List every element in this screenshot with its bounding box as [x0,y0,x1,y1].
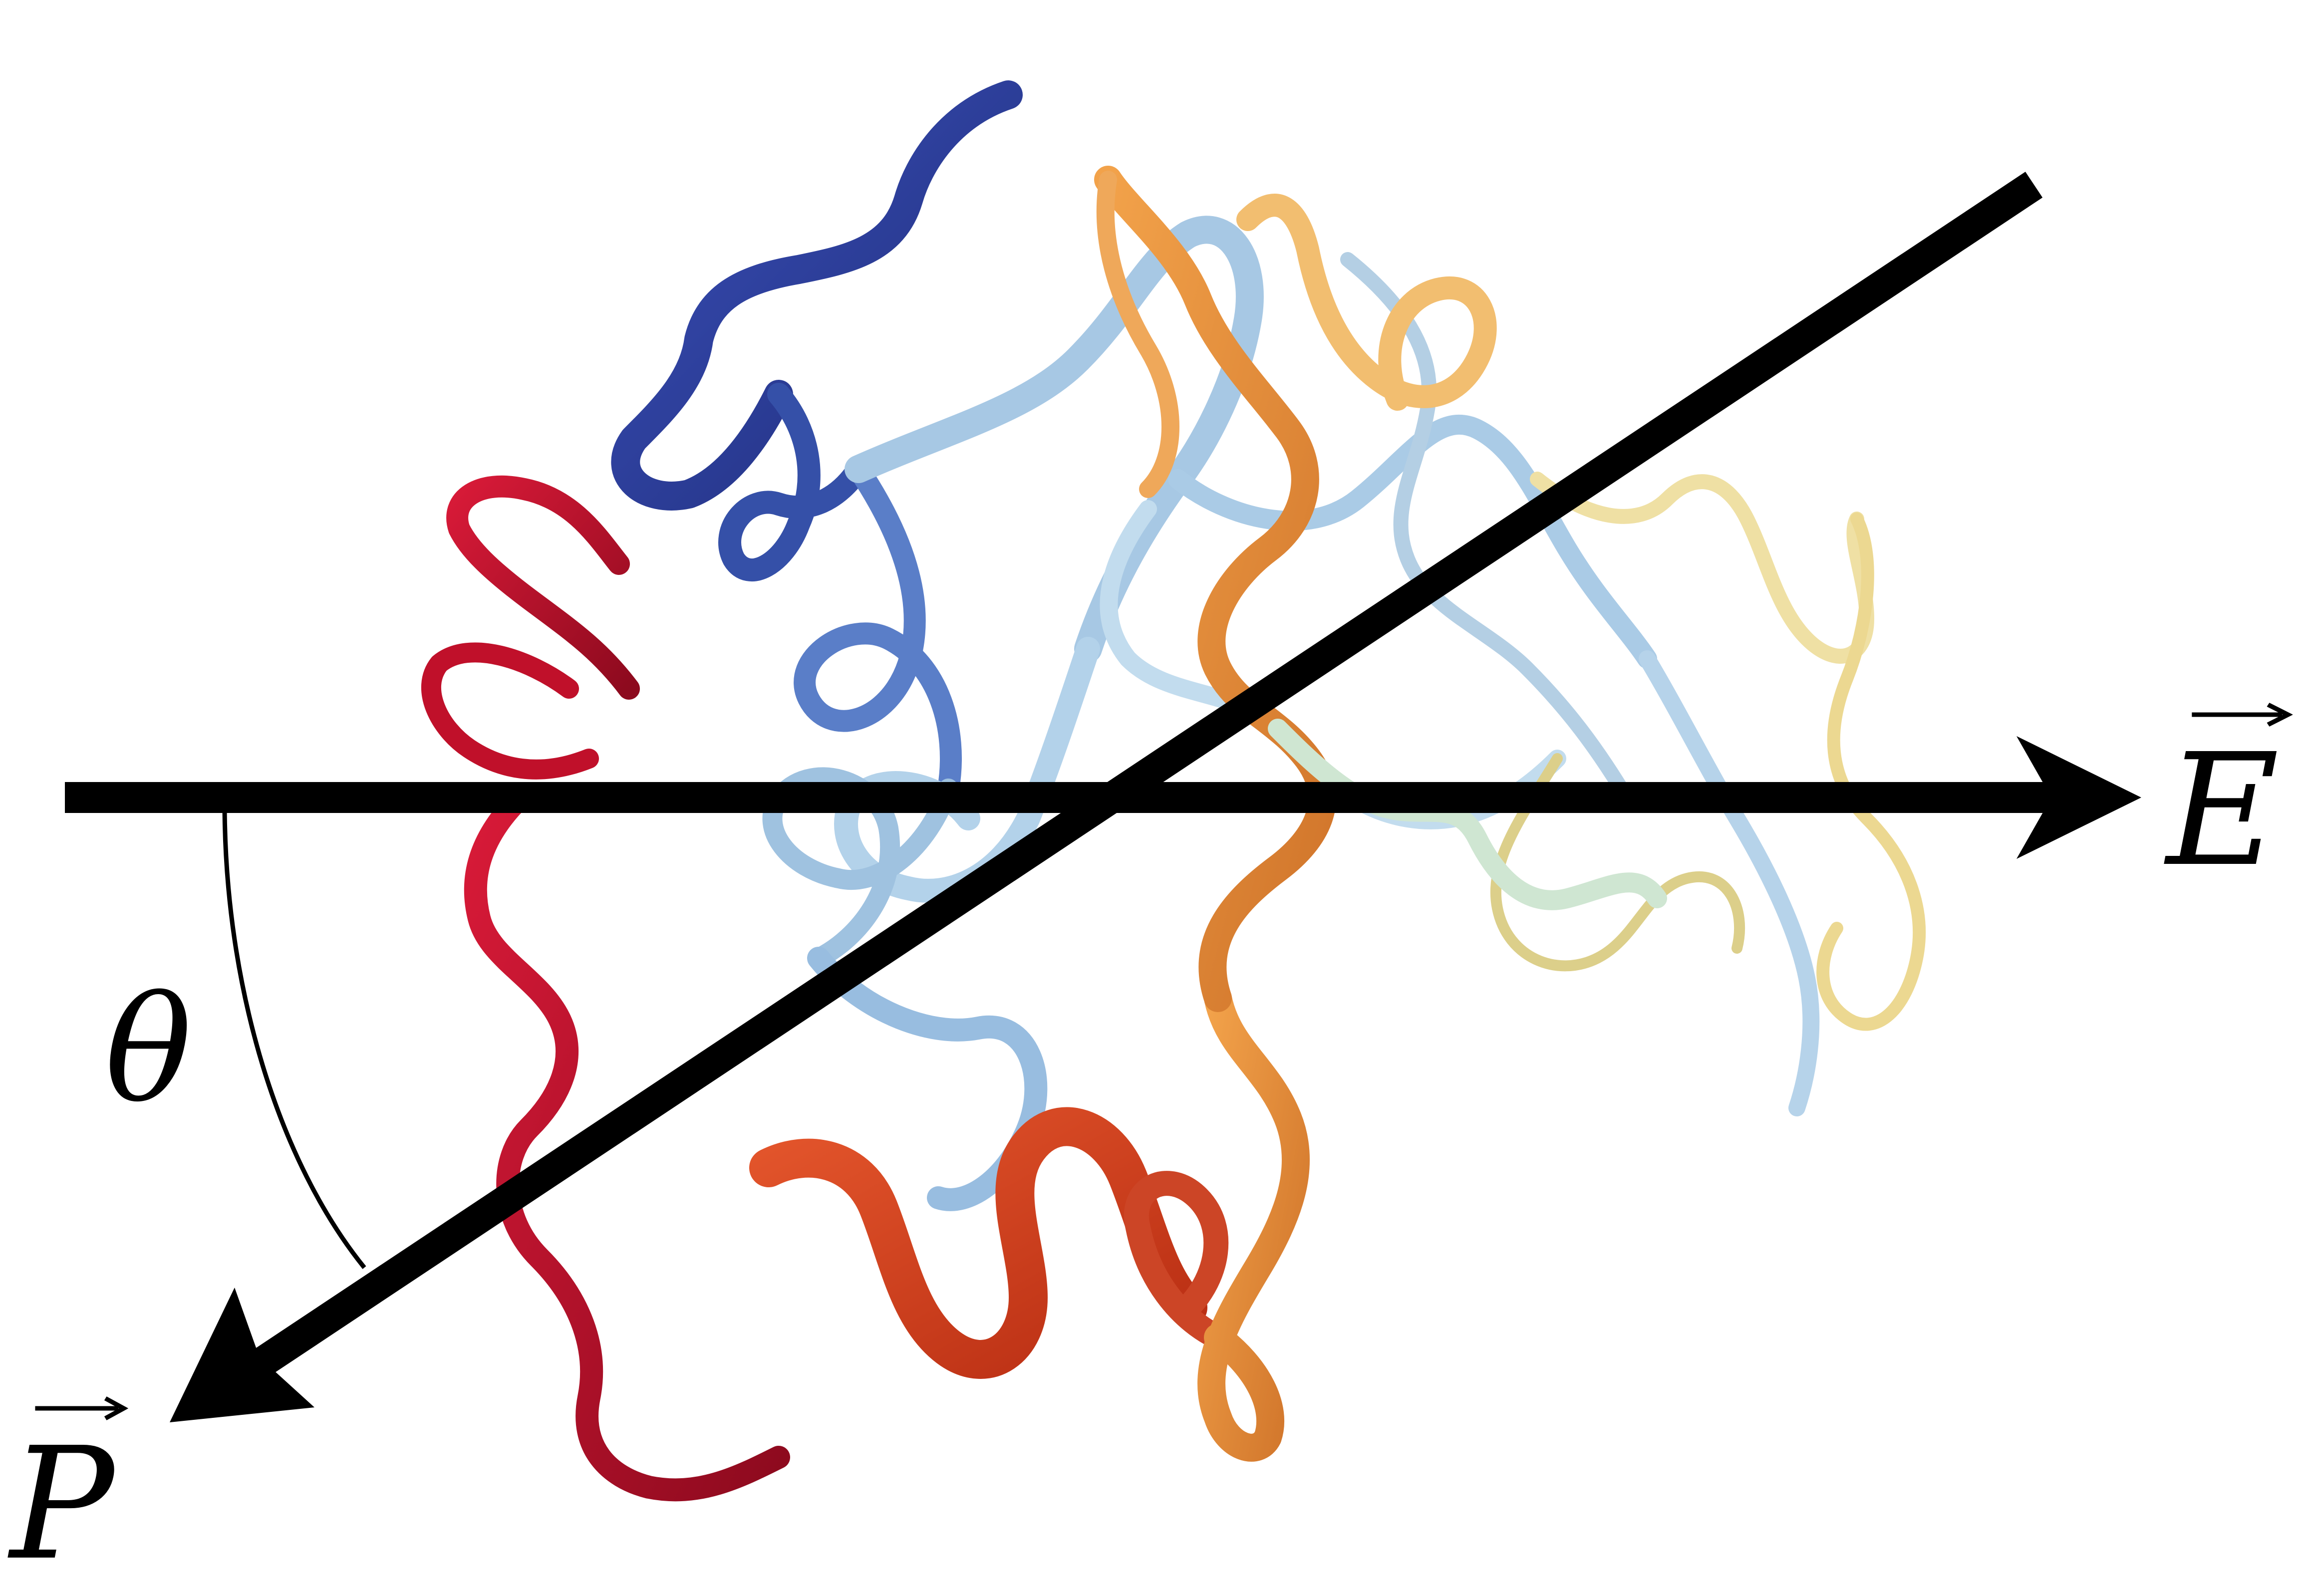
e-field-arrowhead [2016,736,2141,859]
ribbon-segment-red-1 [446,475,640,700]
vector-arrow-icon [2192,703,2293,727]
polarization-label: P [10,1396,129,1582]
ribbon-segment-blue-mid [794,458,962,799]
polarization-axis-line [216,172,2043,1400]
ribbon-segment-orange-light [1236,194,1497,411]
ribbon-segment-blue-dark-2 [718,383,870,581]
vector-arrow-icon [35,1396,129,1420]
ribbon-segment-blue-light-1 [845,216,1264,663]
polarization-arrowhead [170,1288,314,1422]
ribbon-segment-red-orange-1 [749,1107,1207,1379]
ribbon-segment-red-2 [421,642,599,780]
e-field-label-text: E [2166,721,2280,901]
polarization-arrow-icon [170,172,2043,1422]
e-field-label: E [2166,703,2293,888]
ribbon-segment-blue-dark [611,80,1023,511]
ribbon-segment-blue-light-7 [1639,650,1820,1116]
angle-label: θ [105,966,192,1134]
ribbon-segment-red-3 [464,787,790,1502]
angle-arc-icon [222,803,366,1269]
ribbon-segment-orange-2 [1094,166,1336,1012]
ribbon-segment-red-orange-2 [1124,1171,1230,1350]
polarization-label-text: P [10,1414,114,1595]
e-field-arrow-icon [65,736,2141,859]
ribbon-segment-yellow-2 [1816,513,1926,1031]
ribbon-segment-orange-3 [1096,171,1179,498]
ribbon-segment-orange-1 [1197,984,1310,1462]
ribbon-segment-blue-light-8 [1340,252,1635,806]
ribbon-segment-yellow-3 [1490,753,1745,972]
ribbon-segment-blue-light-4 [807,947,1048,1211]
